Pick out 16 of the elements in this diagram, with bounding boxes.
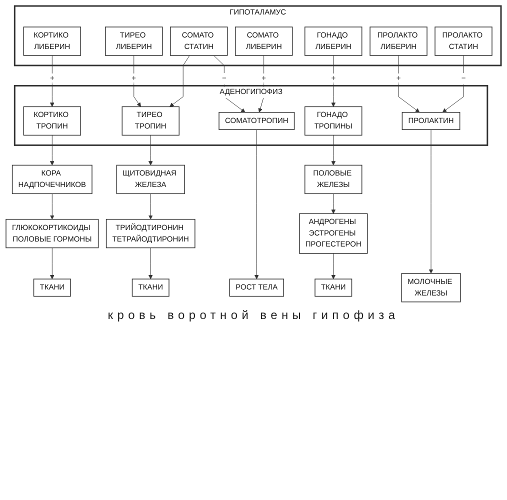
arrow [331,134,336,166]
annotation-text: кровь воротной вены гипофиза [108,308,400,322]
arrow [50,193,54,220]
arrow [170,55,190,107]
arrow [442,55,464,113]
arrow [50,134,54,166]
arrow [398,55,420,113]
arrow [331,253,336,280]
arrow [148,193,153,220]
arrow [428,129,434,274]
arrow [254,129,259,280]
arrow [134,55,141,107]
arrow [331,193,336,214]
arrow [148,248,153,280]
arrow [50,248,54,280]
arrow [148,134,153,166]
